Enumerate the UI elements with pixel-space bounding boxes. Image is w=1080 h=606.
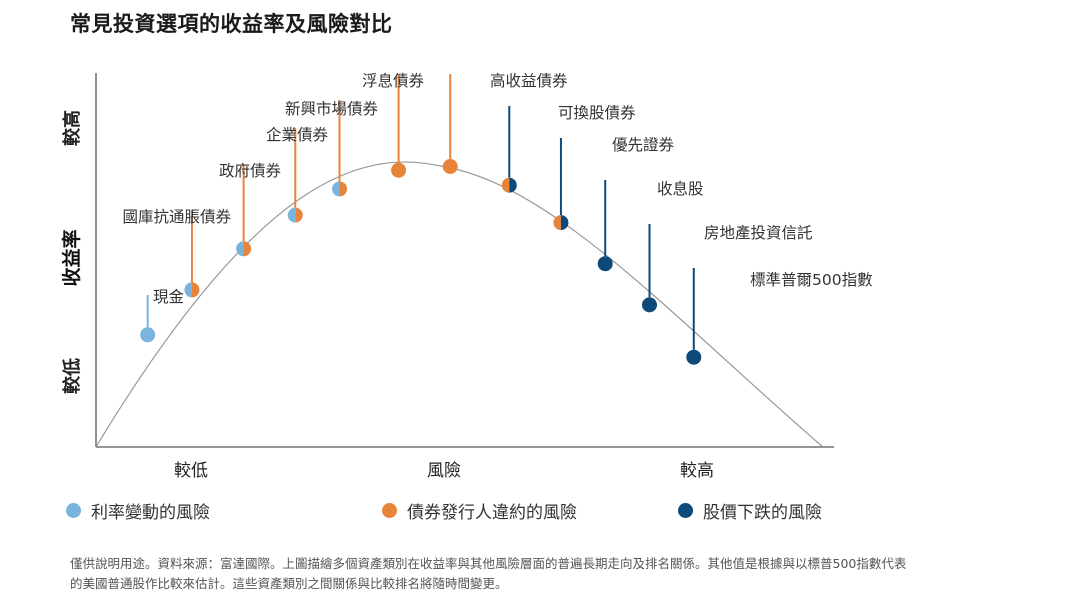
- data-point-label: 房地產投資信託: [704, 224, 813, 242]
- data-point-group: 收息股: [597, 180, 704, 272]
- footnote: 僅供說明用途。資料來源：富達國際。上圖描繪多個資產類別在收益率與其他風險層面的普…: [70, 554, 1050, 594]
- data-point-group: 高收益債券: [442, 72, 568, 174]
- data-point-group: 企業債券: [266, 126, 329, 223]
- data-point-right-half: [509, 177, 517, 193]
- data-point: [597, 256, 613, 272]
- y-axis-label: 收益率: [60, 229, 83, 286]
- x-axis-label: 風險: [427, 461, 461, 481]
- data-point-left-half: [553, 215, 561, 231]
- data-point-label: 現金: [153, 288, 185, 306]
- legend-item-interest-risk: 利率變動的風險: [66, 498, 210, 523]
- chart-title: 常見投資選項的收益率及風險對比: [70, 12, 393, 36]
- data-point: [642, 297, 657, 313]
- x-tick-high: 較高: [680, 461, 714, 481]
- return-curve: [95, 161, 824, 448]
- data-point-group: 政府債券: [219, 162, 282, 257]
- data-point-group: 現金: [140, 288, 185, 343]
- points-layer: 現金 國庫抗通脹債券 政府債券 企業債券 新興市場債券 浮息債券 高收益債券可換股債券優先證…: [122, 72, 873, 365]
- data-point-label: 浮息債券: [362, 72, 425, 90]
- y-tick-low: 較低: [61, 358, 83, 394]
- data-point-left-half: [236, 241, 244, 257]
- data-point-label: 國庫抗通脹債券: [122, 208, 231, 226]
- legend: 利率變動的風險 債券發行人違約的風險 股價下跌的風險: [0, 492, 1080, 523]
- data-point-group: 可換股債券: [501, 104, 636, 193]
- legend-dot-icon: [382, 503, 397, 518]
- data-point-left-half: [287, 207, 296, 223]
- data-point-right-half: [339, 181, 348, 197]
- data-point: [140, 327, 156, 343]
- data-point-label: 政府債券: [219, 162, 282, 180]
- data-point-label: 收息股: [657, 180, 704, 198]
- data-point-label: 可換股債券: [558, 104, 636, 122]
- data-point-label: 高收益債券: [490, 72, 568, 90]
- legend-dot-icon: [66, 503, 81, 518]
- legend-item-price-risk: 股價下跌的風險: [678, 498, 822, 523]
- data-point-right-half: [295, 207, 303, 223]
- data-point-group: 新興市場債券: [285, 100, 379, 197]
- data-point-label: 優先證券: [612, 136, 675, 154]
- data-point-label: 新興市場債券: [285, 100, 379, 118]
- legend-dot-icon: [678, 503, 693, 518]
- data-point-left-half: [501, 177, 510, 193]
- data-point: [391, 162, 407, 178]
- y-tick-high: 較高: [61, 110, 83, 146]
- data-point: [442, 159, 458, 174]
- data-point-group: 優先證券: [553, 136, 675, 231]
- risk-return-chart: 較高 收益率 較低 較低 風險 較高 現金 國庫抗通脹債券 政府債券 企業債券 新興市場…: [60, 72, 873, 481]
- data-point: [686, 349, 702, 365]
- legend-label: 股價下跌的風險: [703, 503, 822, 523]
- data-point-group: 房地產投資信託: [642, 224, 813, 313]
- data-point-left-half: [332, 181, 340, 197]
- data-point-label: 企業債券: [266, 126, 329, 144]
- footnote-line-1: 僅供說明用途。資料來源：富達國際。上圖描繪多個資產類別在收益率與其他風險層面的普…: [70, 556, 907, 571]
- x-tick-low: 較低: [174, 461, 208, 481]
- footnote-line-2: 的美國普通股作比較來估計。這些資產類別之間關係與比較排名將隨時間變更。: [70, 576, 508, 591]
- legend-label: 利率變動的風險: [91, 503, 210, 523]
- legend-item-default-risk: 債券發行人違約的風險: [382, 498, 577, 523]
- data-point-label: 標準普爾500指數: [750, 271, 873, 289]
- data-point-group: 國庫抗通脹債券: [122, 208, 231, 298]
- data-point-right-half: [560, 215, 569, 231]
- legend-label: 債券發行人違約的風險: [407, 503, 577, 523]
- data-point-group: 浮息債券: [362, 72, 425, 178]
- data-point-left-half: [184, 282, 192, 298]
- data-point-group: 標準普爾500指數: [686, 268, 873, 365]
- data-point-right-half: [191, 282, 200, 298]
- data-point-right-half: [243, 241, 252, 257]
